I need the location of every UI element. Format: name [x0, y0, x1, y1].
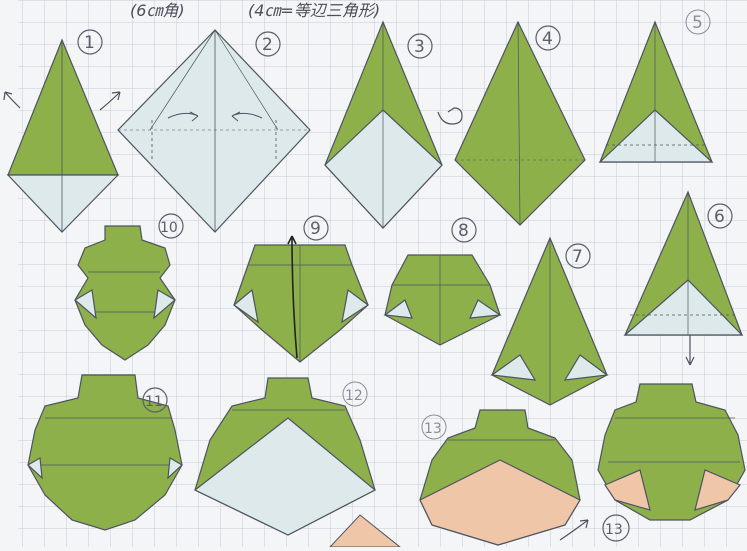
header-note-left: (6㎝角) [130, 1, 185, 20]
step-3-number: 3 [414, 37, 425, 57]
step-11-number: 11 [145, 394, 163, 410]
step-5-number: 5 [692, 13, 703, 33]
step-4-number: 4 [542, 29, 553, 49]
header-note-right: (4㎝=等辺三角形) [248, 1, 380, 20]
step-7-number: 7 [572, 247, 583, 267]
step-2-number: 2 [262, 35, 273, 55]
step-9-number: 9 [310, 219, 321, 239]
step-13b-number: 13 [605, 522, 623, 538]
step-1-number: 1 [84, 33, 95, 53]
step-8-number: 8 [458, 221, 469, 241]
step-6-number: 6 [714, 207, 725, 227]
step-12-number: 12 [345, 388, 363, 404]
step-13-number: 13 [424, 421, 442, 437]
step-10-number: 10 [160, 220, 178, 236]
